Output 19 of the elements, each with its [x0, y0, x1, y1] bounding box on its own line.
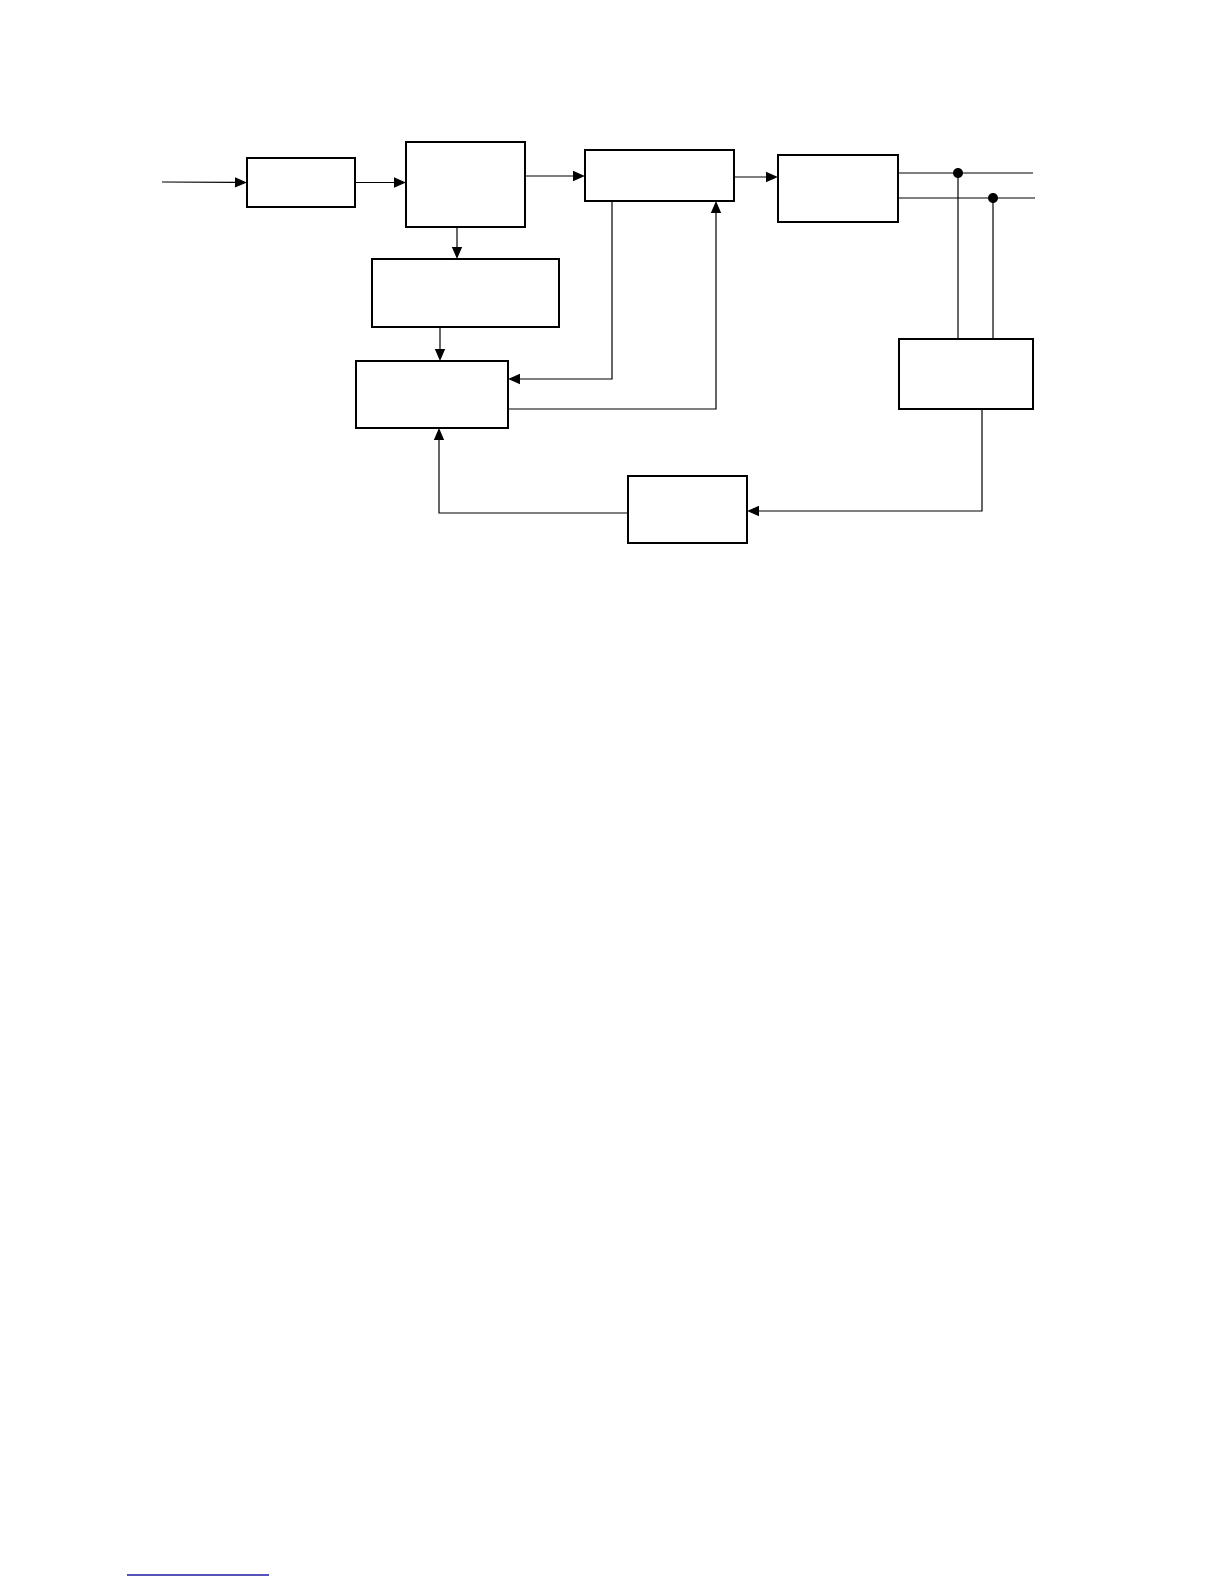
connector: [997, 197, 1036, 199]
connector: [897, 172, 954, 174]
connector: [161, 177, 247, 188]
block-box: [777, 154, 899, 223]
connector: [897, 197, 989, 199]
connector: [957, 177, 959, 340]
connector: [992, 202, 994, 340]
connector: [354, 177, 406, 188]
block-box: [898, 338, 1034, 410]
block-box: [355, 360, 509, 429]
connector: [433, 428, 629, 514]
connector: [508, 200, 613, 385]
block-box: [371, 258, 560, 328]
connector: [962, 172, 1034, 174]
block-box: [627, 475, 748, 544]
block-box: [584, 149, 735, 202]
connector: [747, 408, 983, 517]
block-box: [405, 141, 526, 228]
block-box: [246, 157, 356, 208]
